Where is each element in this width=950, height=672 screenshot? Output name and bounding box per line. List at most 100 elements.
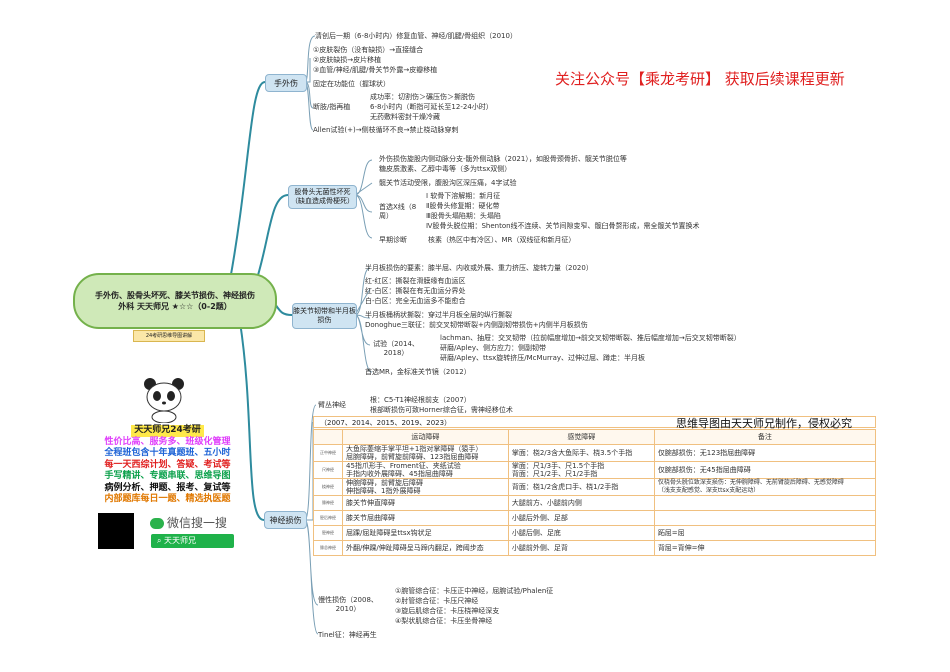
table-cell: 桡神经 (313, 478, 343, 496)
table-cell: 膝关节屈曲障碍 (342, 510, 509, 526)
central-title-line1: 手外伤、股骨头坏死、膝关节损伤、神经损伤 (95, 291, 255, 300)
knee-item: 试验（2014、2018） (373, 340, 419, 357)
chronic-item: ③旋后肌综合征：卡压桡神经深支 (395, 607, 500, 615)
brachial-plexus-line: 根部断损伤可致Horner综合征，需神经移位术 (370, 406, 513, 414)
chronic-item: ②肘管综合征：卡压尺神经 (395, 597, 479, 605)
promo-line: 性价比高、服务多、班级化管理 (104, 436, 231, 447)
knee-item: 研磨/Apley、侧方应力：侧副韧带 (440, 344, 546, 352)
wechat-icon (150, 518, 164, 529)
table-cell: 跖屈=屈 (653, 525, 877, 541)
femoral-item: 糖皮质激素、乙醇中毒等（多为ttsx双侧） (379, 165, 512, 173)
lecture-tag: 24考研思维导图讲解 (133, 330, 205, 342)
table-row: 胫神经 屈踝/屈趾障碍呈ttsx钩状足 小腿后侧、足底 跖屈=屈 (313, 525, 877, 541)
table-cell: 小腿后外侧、足部 (507, 510, 655, 526)
table-row: 腓神经 膝关节伸直障碍 大腿前方、小腿前内侧 (313, 495, 877, 511)
femoral-item: Ⅰ 软骨下溶解期：新月征 (426, 192, 501, 200)
table-cell: 掌面：桡2/3含大鱼际手、桡3.5个手指 (507, 444, 655, 462)
table-row: 正中神经 大鱼际萎缩手掌平坦+1指对掌障碍（猿手） 屈腕障碍，前臂旋前障碍、12… (313, 444, 877, 462)
femoral-item: 髋关节活动受限，腹股沟区深压痛，4字试验 (379, 179, 517, 187)
hand-item: 固定在功能位（握球状） (313, 80, 390, 88)
hand-item: 断肢/指再植 (313, 103, 351, 111)
branch-hand-injury: 手外伤 (265, 74, 307, 92)
table-cell: 胫神经 (313, 525, 343, 541)
table-cell: 小腿后侧、足底 (507, 525, 655, 541)
promo-card-title: 天天师兄24考研 (131, 425, 204, 437)
table-row: 尺神经 45指爪形手、Froment征、夹纸试验 手指内收外展障碍、45指屈曲障… (313, 461, 877, 479)
table-cell: 正中神经 (313, 444, 343, 462)
table-cell: 外翻/伸踝/伸趾障碍呈马蹄内翻足，跨阈步态 (342, 540, 509, 556)
table-header (313, 429, 343, 445)
femoral-item: Ⅱ股骨头修复期：硬化带 (426, 202, 500, 210)
knee-item: Donoghue三联征：前交叉韧带断裂+内侧副韧带损伤+内侧半月板损伤 (365, 321, 588, 329)
femoral-item: 核素（热区中有冷区）、MR（双线征和新月征） (428, 236, 576, 244)
table-cell: 掌面：尺1/3手、尺1.5个手指 背面：尺1/2手、尺1/2手指 (507, 461, 655, 479)
central-topic: 手外伤、股骨头坏死、膝关节损伤、神经损伤 外科 天天师兄 ★☆☆（0-2题） (73, 273, 277, 329)
branch-knee-injury: 膝关节韧带和半月板损伤 (292, 303, 357, 329)
knee-item: 红-白区：撕裂在有无血运分界处 (365, 287, 466, 295)
chronic-injury-label: 慢性损伤（2008、2010） (318, 596, 378, 613)
wechat-search-text: 微信搜一搜 (167, 516, 228, 530)
panda-mascot-icon (144, 378, 184, 423)
table-cell: 胫后神经 (313, 510, 343, 526)
femoral-item: Ⅲ股骨头塌陷期：头塌陷 (426, 212, 501, 220)
table-cell: 大腿前方、小腿前内侧 (507, 495, 655, 511)
table-cell (653, 510, 877, 526)
table-cell: 45指爪形手、Froment征、夹纸试验 手指内收外展障碍、45指屈曲障碍 (342, 461, 509, 479)
hand-item: 清创后一期（6-8小时内）修复血管、神经/肌腱/骨组织（2010） (315, 32, 517, 40)
promo-card: 天天师兄24考研 性价比高、服务多、班级化管理 全程班包含十年真题班、五小时 每… (100, 425, 235, 506)
hand-item: 无药敷料密封干燥冷藏 (370, 113, 440, 121)
hand-item: 成功率：切割伤＞碾压伤＞撕脱伤 (370, 93, 475, 101)
promo-line: 全程班包含十年真题班、五小时 (104, 448, 231, 458)
branch-femoral-necrosis: 股骨头无菌性坏死（缺血造成骨梗死） (288, 185, 357, 209)
knee-item: 首选MR，金标准关节镜（2012） (365, 368, 471, 376)
table-cell: 膝关节伸直障碍 (342, 495, 509, 511)
table-cell: 伸腕障碍，前臂旋后障碍 伸指障碍、1指外展障碍 (342, 478, 509, 496)
table-cell: 小腿前外侧、足背 (507, 540, 655, 556)
chronic-item: ④梨状肌综合征：卡压坐骨神经 (395, 617, 493, 625)
hand-item: 6-8小时内（断指可延长至12-24小时） (370, 103, 493, 111)
table-cell: 屈踝/屈趾障碍呈ttsx钩状足 (342, 525, 509, 541)
promo-banner: 关注公众号【乘龙考研】 获取后续课程更新 (555, 70, 845, 88)
knee-item: lachman、抽屉：交叉韧带（拉前幅度增加→前交叉韧带断裂、推后幅度增加→后交… (440, 334, 741, 342)
knee-item: 白-白区：完全无血运多不能愈合 (365, 297, 466, 305)
table-cell: 仅腕部损伤：无45指屈曲障碍 (653, 461, 877, 479)
table-header: 备注 (653, 429, 877, 445)
table-cell: 腓总神经 (313, 540, 343, 556)
knee-item: 研磨/Apley、ttsx旋转挤压/McMurray、过伸过屈、蹲走：半月板 (440, 354, 646, 362)
femoral-item: 首选X线（8周） (379, 203, 417, 220)
table-cell (653, 495, 877, 511)
table-cell: 背面：桡1/2含虎口手、桡1/2手指 (507, 478, 655, 496)
femoral-item: 外伤损伤旋股内侧动脉分支-骺外侧动脉（2021），如股骨颈骨折、髋关节脱位等 (379, 155, 627, 163)
promo-line: 每一天西综计划、答疑、考试等 (104, 459, 231, 470)
table-row: 胫后神经 膝关节屈曲障碍 小腿后外侧、足部 (313, 510, 877, 526)
wechat-search-value: 天天师兄 (164, 536, 197, 545)
wechat-search-box[interactable]: ⌕ 天天师兄 (151, 534, 234, 548)
table-cell: 尺神经 (313, 461, 343, 479)
branch-nerve-injury: 神经损伤 (264, 511, 307, 529)
table-cell: 腓神经 (313, 495, 343, 511)
knee-item: 半月板桶柄状撕裂：穿过半月板全层的纵行撕裂 (365, 311, 512, 319)
table-cell: 仅桡骨头脱位致深支损伤：无伸腕障碍、无前臂旋后障碍、无感觉障碍 （浅支支配感觉、… (653, 478, 877, 496)
table-header: 感觉障碍 (507, 429, 655, 445)
brachial-plexus-label: 臂丛神经 (318, 401, 346, 409)
hand-item: ②皮肤缺损→皮片移植 (313, 56, 382, 64)
copyright-note: 思维导图由天天师兄制作，侵权必究 (676, 417, 852, 430)
hand-item: Allen试验(+)→侧枝循环不良→禁止桡动脉穿刺 (313, 126, 459, 134)
table-cell: 大鱼际萎缩手掌平坦+1指对掌障碍（猿手） 屈腕障碍，前臂旋前障碍、123指屈曲障… (342, 444, 509, 462)
hand-item: ③血管/神经/肌腱/骨关节外露→皮瓣移植 (313, 66, 438, 74)
promo-line: 内部题库每日一题、精选执医题 (104, 494, 231, 504)
promo-line: 病例分析、押题、报考、复试等 (104, 482, 231, 493)
knee-item: 半月板损伤的要素：膝半屈、内收或外展、重力挤压、旋转力量（2020） (365, 264, 593, 272)
table-cell: 仅腕部损伤：无123指屈曲障碍 (653, 444, 877, 462)
table-header: 运动障碍 (342, 429, 509, 445)
promo-line: 手写精讲、专题串联、思维导图 (104, 471, 231, 481)
knee-item: 红-红区：撕裂在滑膜缘有血运区 (365, 277, 466, 285)
femoral-item: Ⅳ股骨头脱位期：Shenton线不连续、关节间隙变窄、髋臼骨赘形成，需全髋关节置… (426, 222, 700, 230)
nerve-exam-years: （2007、2014、2015、2019、2023） (313, 416, 876, 428)
central-title-line2: 外科 天天师兄 ★☆☆（0-2题） (118, 302, 232, 311)
tinel-sign: Tinel征：神经再生 (318, 631, 377, 639)
qr-code-icon (98, 513, 134, 549)
table-row: 桡神经 伸腕障碍，前臂旋后障碍 伸指障碍、1指外展障碍 背面：桡1/2含虎口手、… (313, 478, 877, 496)
femoral-item: 早期诊断 (379, 236, 407, 244)
